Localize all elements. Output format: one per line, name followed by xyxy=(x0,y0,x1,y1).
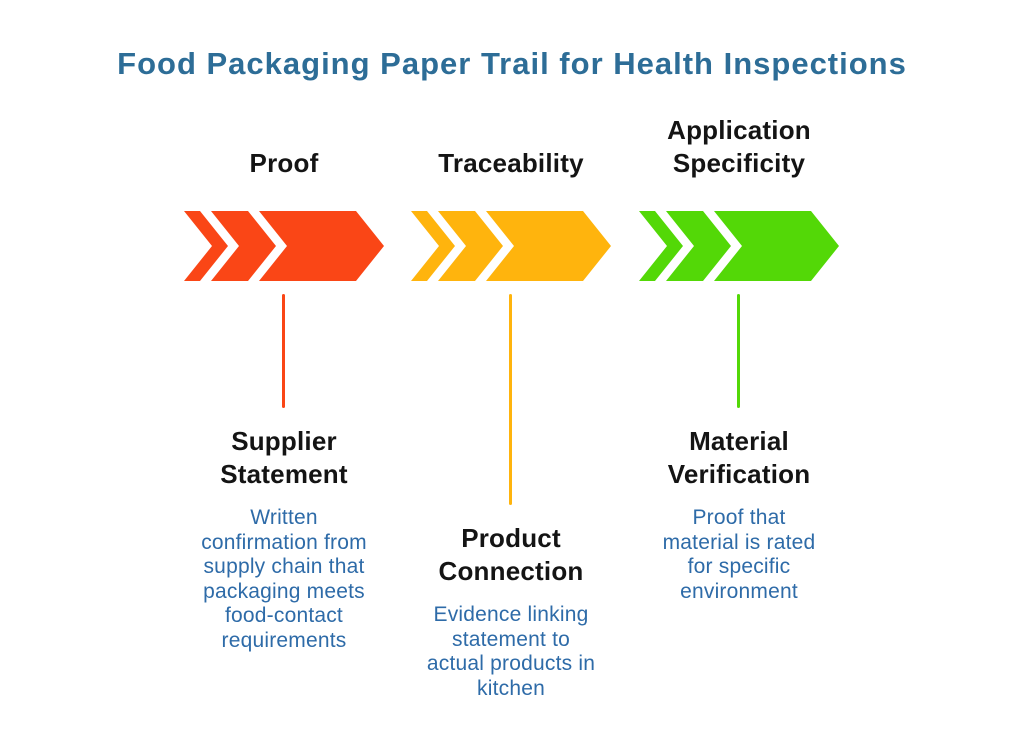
chevron-arrows-icon xyxy=(184,211,384,281)
chevron-small xyxy=(411,211,455,281)
connector-line xyxy=(282,294,285,408)
chevron-large xyxy=(714,211,839,281)
chevron-medium xyxy=(211,211,276,281)
chevron-medium xyxy=(666,211,731,281)
chevron-arrows-icon xyxy=(639,211,839,281)
step-label-traceability: Traceability xyxy=(438,148,584,178)
chevron-small xyxy=(184,211,228,281)
page-title: Food Packaging Paper Trail for Health In… xyxy=(117,46,907,81)
connector-line xyxy=(737,294,740,408)
chevron-large xyxy=(486,211,611,281)
step-label-proof: Proof xyxy=(249,148,319,178)
chevron-large xyxy=(259,211,384,281)
connector-line xyxy=(509,294,512,505)
chevron-small xyxy=(639,211,683,281)
chevron-arrows-icon xyxy=(411,211,611,281)
chevron-medium xyxy=(438,211,503,281)
